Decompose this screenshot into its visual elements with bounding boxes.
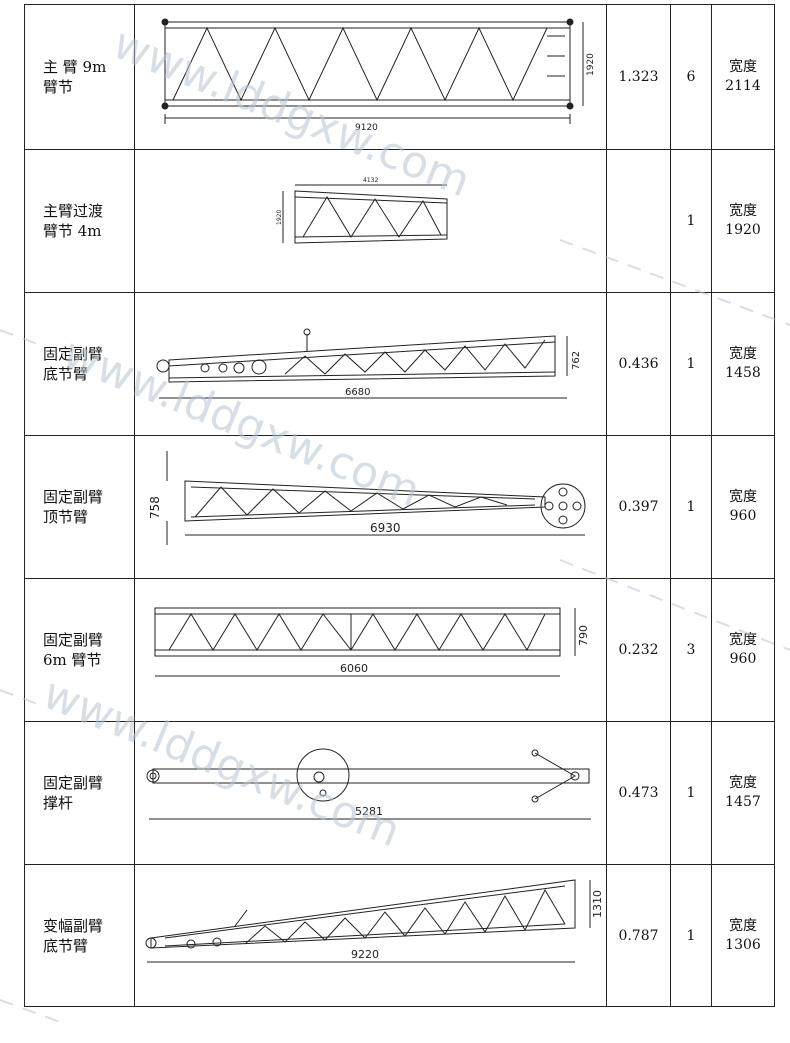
boom-section-drawing: 6930 758 [148,450,586,545]
width-cell: 宽度 2114 [711,4,775,150]
width-value: 960 [729,508,757,524]
quantity-cell: 6 [670,4,712,150]
boom-section-drawing: 6680 762 [156,328,582,398]
width-label: 宽度 [729,203,757,219]
length-dimension: 6930 [370,521,401,535]
length-dimension: 4132 [363,177,378,184]
weight-cell: 0.436 [606,292,671,436]
weight-cell: 0.397 [606,435,671,579]
drawing-cell: 9120 1920 [134,4,607,150]
width-label: 宽度 [729,632,757,648]
height-dimension: 758 [148,496,162,519]
boom-section-drawing: 4132 1920 [276,177,448,244]
quantity-cell: 1 [670,292,712,436]
quantity-cell: 1 [670,864,712,1007]
table-row: 变幅副臂 底节臂 9220 1310 0.787 1 宽度 1306 [24,864,775,1007]
name-line: 固定副臂 [43,345,104,363]
name-line: 底节臂 [43,936,89,955]
name-line: 固定副臂 [43,488,104,506]
component-name: 固定副臂 6m 臂节 [24,578,135,722]
name-line: 主 臂 9m [43,58,107,76]
component-name: 变幅副臂 底节臂 [24,864,135,1007]
weight-cell: 0.787 [606,864,671,1007]
width-label: 宽度 [729,489,757,505]
width-value: 1457 [725,794,761,810]
length-dimension: 9120 [355,123,378,133]
width-value: 1920 [725,222,761,238]
length-dimension: 5281 [355,805,383,818]
drawing-cell: 4132 1920 [134,149,607,293]
drawing-cell: 6060 790 [134,578,607,722]
quantity-cell: 1 [670,435,712,579]
width-label: 宽度 [729,59,757,75]
name-line: 6m 臂节 [43,651,102,669]
width-cell: 宽度 960 [711,435,775,579]
boom-component-table: 主 臂 9m 臂节 9120 1920 1.323 6 宽度 2114 [24,4,775,1007]
width-label: 宽度 [729,917,757,934]
height-dimension: 790 [577,625,590,646]
component-name: 主 臂 9m 臂节 [24,4,135,150]
quantity-cell: 3 [670,578,712,722]
table-row: 固定副臂 底节臂 6680 762 0.436 1 宽度 1458 [24,292,775,436]
width-cell: 宽度 960 [711,578,775,722]
name-line: 主臂过渡 [43,202,104,220]
width-label: 宽度 [729,775,757,791]
drawing-cell: 6680 762 [134,292,607,436]
table-row: 固定副臂 6m 臂节 6060 790 0.232 3 宽度 960 [24,578,775,722]
table-row: 主 臂 9m 臂节 9120 1920 1.323 6 宽度 2114 [24,4,775,150]
width-cell: 宽度 1458 [711,292,775,436]
name-line: 底节臂 [43,365,89,383]
name-line: 变幅副臂 [43,916,104,935]
name-line: 臂节 [43,78,74,96]
length-dimension: 6060 [340,662,368,675]
height-dimension: 1920 [276,209,283,224]
table-row: 主臂过渡 臂节 4m 4132 1920 1 宽度 1920 [24,149,775,293]
drawing-cell: 9220 1310 [134,864,607,1007]
component-name: 主臂过渡 臂节 4m [24,149,135,293]
component-name: 固定副臂 顶节臂 [24,435,135,579]
table-row: 固定副臂 撑杆 5281 0.473 1 宽度 1457 [24,721,775,865]
boom-section-drawing: 9220 1310 [145,879,604,963]
component-name: 固定副臂 撑杆 [24,721,135,865]
component-name: 固定副臂 底节臂 [24,292,135,436]
weight-cell [606,149,671,293]
boom-section-drawing: 5281 [146,748,591,819]
width-value: 960 [729,651,757,667]
length-dimension: 9220 [351,948,379,961]
weight-cell: 0.473 [606,721,671,865]
width-cell: 宽度 1457 [711,721,775,865]
name-line: 固定副臂 [43,631,104,649]
width-value: 1458 [725,365,761,381]
name-line: 固定副臂 [43,774,104,792]
name-line: 撑杆 [43,794,74,812]
height-dimension: 1310 [591,890,604,918]
width-cell: 宽度 1306 [711,864,775,1007]
drawing-cell: 6930 758 [134,435,607,579]
height-dimension: 1920 [586,52,596,75]
width-value: 2114 [725,78,761,94]
length-dimension: 6680 [345,387,370,398]
width-value: 1306 [725,936,761,953]
table-row: 固定副臂 顶节臂 6930 758 0.397 1 宽度 960 [24,435,775,579]
boom-section-drawing: 6060 790 [154,607,590,676]
name-line: 顶节臂 [43,508,89,526]
height-dimension: 762 [571,350,582,369]
width-cell: 宽度 1920 [711,149,775,293]
weight-cell: 0.232 [606,578,671,722]
quantity-cell: 1 [670,149,712,293]
name-line: 臂节 4m [43,222,102,240]
weight-cell: 1.323 [606,4,671,150]
drawing-cell: 5281 [134,721,607,865]
width-label: 宽度 [729,346,757,362]
boom-section-drawing: 9120 1920 [161,18,596,133]
quantity-cell: 1 [670,721,712,865]
